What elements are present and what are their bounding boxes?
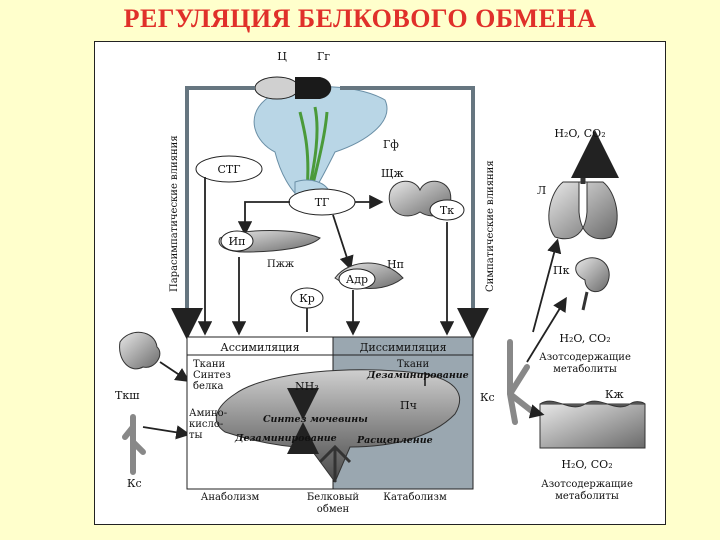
tissue-to-box-arrow bbox=[159, 361, 190, 382]
label-assimilation: Ассимиляция bbox=[220, 341, 299, 354]
kidney-shape bbox=[575, 257, 610, 293]
label-h2o-co2-bot: H₂O, CO₂ bbox=[561, 458, 612, 471]
liver-vessels bbox=[318, 444, 352, 482]
stg-node bbox=[195, 155, 263, 183]
label-katabolism: Катаболизм bbox=[383, 492, 447, 503]
liver-shape bbox=[215, 369, 461, 484]
label-anabolism: Анаболизм bbox=[201, 492, 260, 503]
page-title: РЕГУЛЯЦИЯ БЕЛКОВОГО ОБМЕНА bbox=[123, 4, 597, 33]
label-azot-bot-2: метаболиты bbox=[555, 491, 619, 502]
label-h2o-co2-top: H₂O, CO₂ bbox=[554, 127, 605, 140]
tissue-tksh-shape bbox=[119, 332, 161, 370]
lungs-shape bbox=[548, 181, 618, 240]
skin-shape bbox=[539, 403, 646, 449]
label-parasympathetic: Парасимпатические влияния bbox=[169, 135, 180, 292]
label-dezamin-left: Дезаминирование bbox=[234, 433, 337, 444]
label-azot-mid-2: метаболиты bbox=[553, 364, 617, 375]
parasympathetic-path bbox=[171, 86, 255, 340]
label-stg: СТГ bbox=[217, 163, 240, 176]
label-tk: Тк bbox=[440, 204, 454, 217]
label-dissimilation: Диссимиляция bbox=[359, 341, 446, 354]
vessel-to-lungs-arrow bbox=[532, 238, 562, 333]
label-adr: Адр bbox=[346, 273, 368, 286]
label-belkovy-1: Белковый bbox=[307, 492, 359, 503]
vessel-left bbox=[122, 414, 146, 475]
label-azot-bot-1: Азотсодержащие bbox=[541, 479, 633, 490]
label-sintez-mochevini: Синтез мочевины bbox=[263, 414, 368, 425]
tg-arrow-to-ip bbox=[237, 201, 290, 236]
label-belka: белка bbox=[193, 381, 224, 392]
skin-surface bbox=[539, 400, 646, 408]
vessel-to-kidney-arrow bbox=[526, 296, 567, 363]
label-dezamin-right: Дезаминирование bbox=[366, 370, 469, 381]
label-sintez: Синтез bbox=[193, 370, 231, 381]
label-h2o-co2-mid: H₂O, CO₂ bbox=[559, 332, 610, 345]
vessel-to-box-arrow bbox=[142, 425, 191, 440]
label-amino-3: ты bbox=[189, 430, 203, 441]
label-kr: Кр bbox=[299, 292, 315, 305]
label-rassheplenie: Расщепление bbox=[356, 435, 433, 446]
vessel-to-skin-arrow bbox=[528, 404, 545, 419]
label-belkovy-2: обмен bbox=[317, 504, 350, 515]
vessel-right bbox=[507, 339, 536, 425]
label-tkani-right: Ткани bbox=[397, 359, 430, 370]
adr-node bbox=[338, 268, 376, 290]
label-tg: ТГ bbox=[315, 196, 330, 209]
ip-node bbox=[220, 230, 254, 252]
label-kzh: Кж bbox=[605, 388, 624, 401]
label-pzh: Пжж bbox=[267, 259, 295, 270]
label-ip: Ип bbox=[229, 235, 246, 248]
tg-arrow-to-adr bbox=[332, 214, 354, 271]
label-shzh: Щж bbox=[381, 167, 404, 180]
label-amino-2: кисло- bbox=[189, 419, 223, 430]
center-node-right bbox=[295, 77, 332, 99]
label-gf: Гф bbox=[383, 138, 399, 151]
label-c: Ц bbox=[277, 50, 287, 63]
label-ks-left: Кс bbox=[127, 477, 142, 490]
label-nh3: NH₃ bbox=[295, 380, 319, 393]
center-node-left bbox=[254, 76, 300, 100]
label-gg: Гг bbox=[317, 50, 330, 63]
label-pch: Пч bbox=[400, 399, 417, 412]
label-amino-1: Амино- bbox=[189, 408, 227, 419]
label-np: Нп bbox=[387, 258, 404, 271]
label-sympathetic: Симпатические влияния bbox=[485, 160, 496, 292]
label-azot-mid-1: Азотсодержащие bbox=[539, 352, 631, 363]
label-l: Л bbox=[537, 184, 546, 197]
regulation-diagram: Ц Гг Гф СТГ ТГ Щж Тк Ип Пжж Адр Нп Кр Па… bbox=[115, 50, 646, 515]
tk-node bbox=[429, 199, 465, 221]
label-tkani-left: Ткани bbox=[193, 359, 226, 370]
ureter bbox=[581, 291, 589, 311]
diagram-frame: Ц Гг Гф СТГ ТГ Щж Тк Ип Пжж Адр Нп Кр Па… bbox=[94, 41, 666, 525]
kr-node bbox=[290, 287, 324, 309]
label-pk: Пк bbox=[553, 264, 570, 277]
sympathetic-path bbox=[340, 86, 489, 340]
label-ks-right: Кс bbox=[480, 391, 495, 404]
label-tksh: Ткш bbox=[115, 389, 139, 402]
